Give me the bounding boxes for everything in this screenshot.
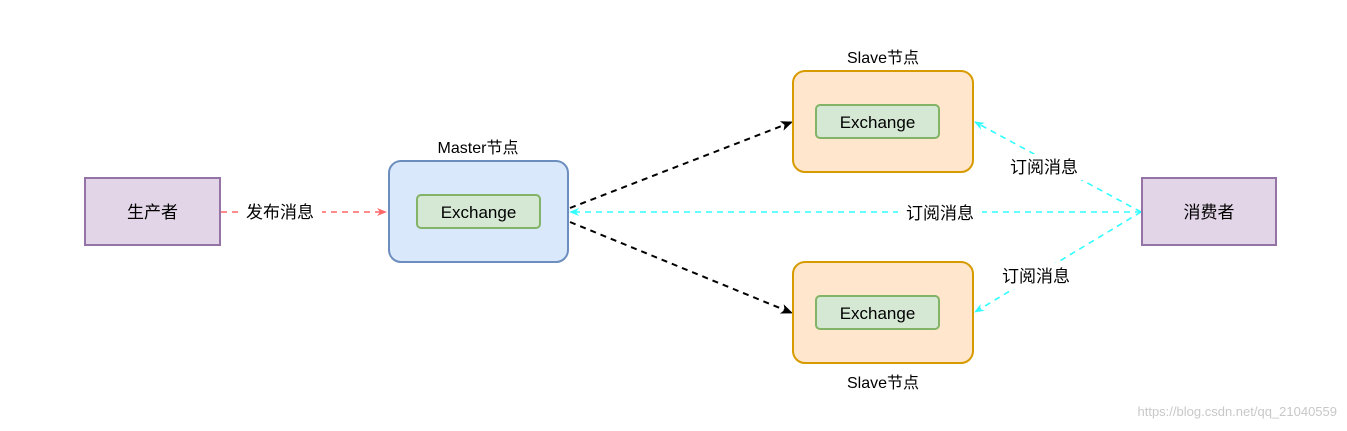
producer-label: 生产者 xyxy=(127,203,178,222)
publish-label-bg xyxy=(238,199,322,225)
subscribe-master-label: 订阅消息 xyxy=(906,204,974,223)
slave-bottom-node: Exchange Slave节点 xyxy=(792,261,974,392)
producer-node: 生产者 xyxy=(84,177,221,246)
subscribe-top-label: 订阅消息 xyxy=(1010,158,1078,177)
subscribe-bottom-label: 订阅消息 xyxy=(1002,267,1070,286)
slave-top-title: Slave节点 xyxy=(847,49,919,67)
master-node: Master节点 Exchange xyxy=(388,139,569,263)
replicate-arrow-bottom xyxy=(569,221,793,314)
publish-label: 发布消息 xyxy=(246,203,314,222)
slave-top-node: Slave节点 Exchange xyxy=(792,49,974,173)
slave-top-exchange-box xyxy=(815,104,940,139)
subscribe-arrow-bottom xyxy=(974,211,1142,313)
replicate-arrow-top xyxy=(569,121,793,209)
subscribe-arrow-top xyxy=(974,121,1142,213)
subscribe-top-label-bg xyxy=(1000,154,1088,180)
slave-top-exchange-label: Exchange xyxy=(840,113,916,132)
master-exchange-box xyxy=(416,194,541,229)
subscribe-master-label-bg xyxy=(898,200,982,226)
consumer-label: 消费者 xyxy=(1184,203,1235,222)
consumer-node: 消费者 xyxy=(1141,177,1277,246)
slave-bottom-exchange-box xyxy=(815,295,940,330)
slave-bottom-title: Slave节点 xyxy=(847,374,919,392)
subscribe-bottom-label-bg xyxy=(992,263,1080,289)
slave-bottom-exchange-label: Exchange xyxy=(840,304,916,323)
watermark: https://blog.csdn.net/qq_21040559 xyxy=(1137,404,1338,419)
master-exchange-label: Exchange xyxy=(441,203,517,222)
master-title: Master节点 xyxy=(438,139,519,157)
